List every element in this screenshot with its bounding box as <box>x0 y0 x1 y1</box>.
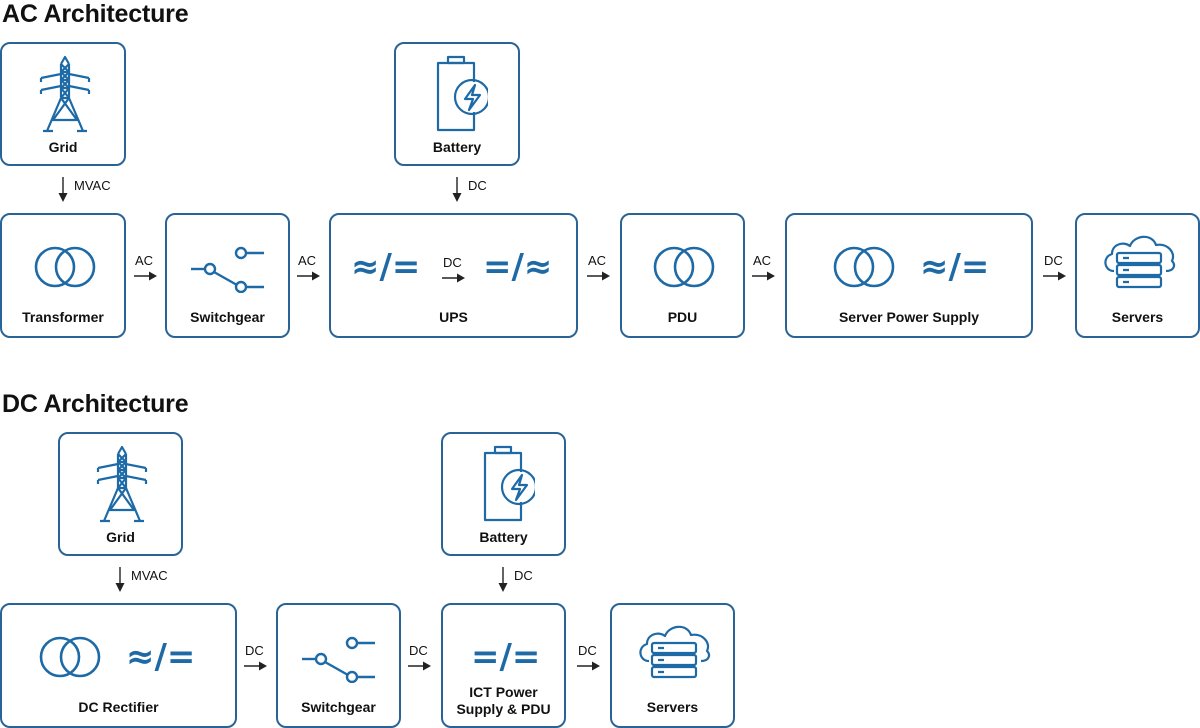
ac-dc-conversion-symbol: ≈/= <box>126 637 196 677</box>
ac-ups-box: ≈/= DC =/≈ UPS <box>329 213 578 338</box>
ac-battery-link-label: DC <box>468 178 487 193</box>
arrow-down-icon <box>451 177 463 203</box>
dc-switchgear-label: Switchgear <box>301 699 376 715</box>
ac-transformer-label: Transformer <box>22 309 104 325</box>
ac-pdu-box: PDU <box>620 213 745 338</box>
ups-inner-link-label: DC <box>443 255 462 270</box>
dc-ict-label-line1: ICT Power <box>469 684 538 700</box>
ac-servers-label: Servers <box>1111 309 1164 325</box>
cloud-server-icon <box>1100 229 1180 299</box>
ac-pdu-label: PDU <box>667 309 698 325</box>
ac-grid-label: Grid <box>48 139 78 155</box>
ac-link-3-label: AC <box>588 253 607 268</box>
dc-dc-conversion-symbol: =/= <box>471 637 541 677</box>
battery-icon <box>475 444 535 524</box>
ac-ups-label: UPS <box>439 309 468 325</box>
dc-battery-link-label: DC <box>514 568 533 583</box>
dc-rectifier-label: DC Rectifier <box>78 699 159 715</box>
switch-icon <box>189 243 269 293</box>
arrow-right-icon <box>134 270 158 282</box>
ac-link-2-label: AC <box>298 253 317 268</box>
ac-battery-label: Battery <box>432 139 482 155</box>
arrow-right-icon <box>442 272 466 284</box>
transformer-icon <box>38 635 102 679</box>
ac-servers-box: Servers <box>1075 213 1200 338</box>
arrow-right-icon <box>587 270 611 282</box>
ac-server-power-supply-label: Server Power Supply <box>838 309 980 325</box>
dc-battery-label: Battery <box>479 529 528 545</box>
arrow-right-icon <box>408 660 432 672</box>
transformer-icon <box>832 245 896 289</box>
dc-servers-label: Servers <box>646 699 699 715</box>
ac-link-5-label: DC <box>1044 253 1063 268</box>
transformer-icon <box>33 245 97 289</box>
ac-server-power-supply-box: ≈/= Server Power Supply <box>785 213 1033 338</box>
arrow-right-icon <box>244 660 268 672</box>
arrow-right-icon <box>577 660 601 672</box>
dc-switchgear-box: Switchgear <box>276 603 401 728</box>
dc-battery-box: Battery <box>441 432 566 556</box>
ac-switchgear-box: Switchgear <box>165 213 290 338</box>
dc-grid-link-label: MVAC <box>131 568 168 583</box>
dc-link-3-label: DC <box>578 643 597 658</box>
dc-ict-label-line2: Supply & PDU <box>456 701 551 717</box>
arrow-right-icon <box>752 270 776 282</box>
battery-icon <box>428 54 488 134</box>
arrow-down-icon <box>497 567 509 593</box>
ac-dc-conversion-symbol: ≈/= <box>351 247 421 287</box>
ac-link-1-label: AC <box>135 253 154 268</box>
arrow-right-icon <box>297 270 321 282</box>
cloud-server-icon <box>635 619 715 689</box>
ac-switchgear-label: Switchgear <box>190 309 265 325</box>
dc-rectifier-box: ≈/= DC Rectifier <box>0 603 237 728</box>
switch-icon <box>300 633 380 683</box>
ac-dc-conversion-symbol: ≈/= <box>920 247 990 287</box>
ac-grid-link-label: MVAC <box>74 178 111 193</box>
ac-link-4-label: AC <box>753 253 772 268</box>
power-tower-icon <box>35 54 95 134</box>
dc-link-1-label: DC <box>245 643 264 658</box>
arrow-right-icon <box>1043 270 1067 282</box>
dc-architecture-title: DC Architecture <box>2 390 189 418</box>
ac-architecture-title: AC Architecture <box>2 0 189 28</box>
arrow-down-icon <box>57 177 69 203</box>
dc-ict-power-supply-box: =/= ICT Power Supply & PDU <box>441 603 566 728</box>
dc-grid-label: Grid <box>106 529 135 545</box>
transformer-icon <box>652 245 716 289</box>
dc-link-2-label: DC <box>409 643 428 658</box>
ac-transformer-box: Transformer <box>0 213 126 338</box>
ac-grid-box: Grid <box>0 42 126 166</box>
arrow-down-icon <box>114 567 126 593</box>
dc-ac-conversion-symbol: =/≈ <box>483 247 553 287</box>
dc-servers-box: Servers <box>610 603 735 728</box>
dc-grid-box: Grid <box>58 432 183 556</box>
ac-battery-box: Battery <box>394 42 520 166</box>
power-tower-icon <box>92 444 152 524</box>
